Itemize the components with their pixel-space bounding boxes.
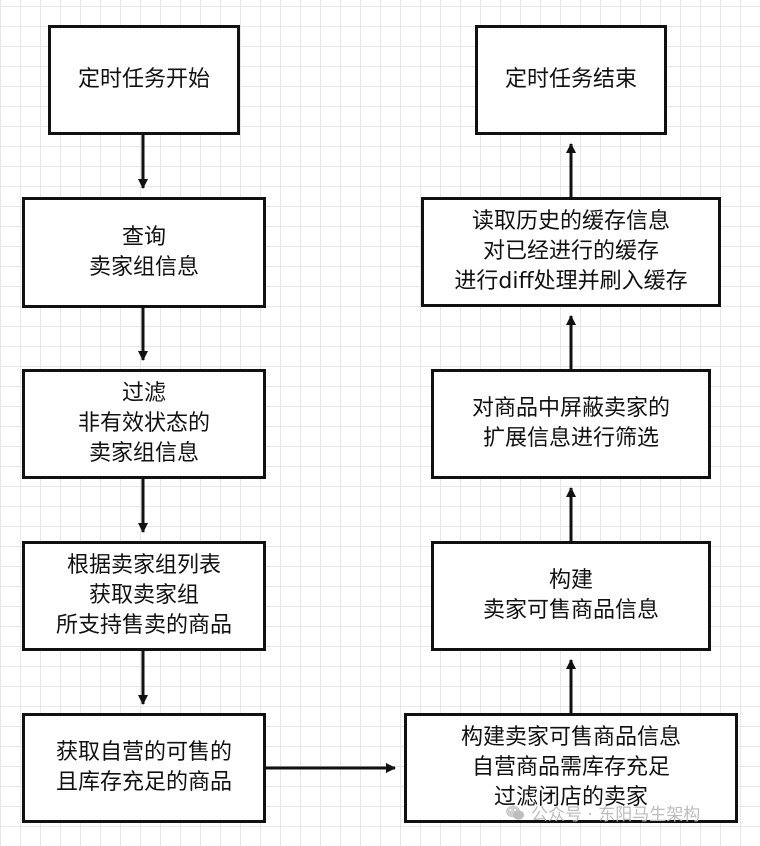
node-filter-group-line-1: 过滤 bbox=[121, 381, 166, 406]
node-screen: 对商品中屏蔽卖家的 扩展信息进行筛选 bbox=[431, 369, 711, 479]
node-end-line-1: 定时任务结束 bbox=[504, 67, 637, 92]
node-fetch-group-line-1: 根据卖家组列表 bbox=[66, 553, 221, 578]
node-query-line-2: 卖家组信息 bbox=[88, 254, 199, 280]
node-screen-line-1: 对商品中屏蔽卖家的 bbox=[471, 396, 670, 421]
node-start-line-1: 定时任务开始 bbox=[77, 67, 210, 92]
node-fetch-self: 获取自营的可售的 且库存充足的商品 bbox=[22, 713, 266, 823]
node-filter-group: 过滤 非有效状态的 卖家组信息 bbox=[22, 369, 266, 479]
node-build-filter-line-3: 过滤闭店的卖家 bbox=[493, 785, 648, 810]
node-build-filter-line-2: 自营商品需库存充足 bbox=[471, 755, 670, 780]
node-filter-group-line-3: 卖家组信息 bbox=[88, 441, 199, 466]
node-start: 定时任务开始 bbox=[48, 25, 240, 135]
node-cache-line-3: 进行diff处理并刷入缓存 bbox=[454, 269, 688, 294]
node-end: 定时任务结束 bbox=[475, 25, 667, 135]
node-fetch-group-line-3: 所支持售卖的商品 bbox=[55, 613, 232, 638]
node-screen-line-2: 扩展信息进行筛选 bbox=[482, 426, 659, 451]
node-fetch-group-line-2: 获取卖家组 bbox=[88, 583, 199, 608]
node-fetch-self-line-1: 获取自营的可售的 bbox=[55, 740, 232, 765]
node-cache-line-1: 读取历史的缓存信息 bbox=[471, 209, 670, 234]
node-cache-line-2: 对已经进行的缓存 bbox=[482, 239, 659, 264]
watermark-text: 公众号 · 东阳马生架构 bbox=[531, 805, 701, 825]
node-fetch-self-line-2: 且库存充足的商品 bbox=[55, 770, 232, 795]
node-filter-group-line-2: 非有效状态的 bbox=[77, 411, 210, 436]
node-build-filter-line-1: 构建卖家可售商品信息 bbox=[460, 725, 681, 750]
node-fetch-group: 根据卖家组列表 获取卖家组 所支持售卖的商品 bbox=[22, 541, 266, 651]
node-build-line-2: 卖家可售商品信息 bbox=[482, 598, 659, 623]
node-build: 构建 卖家可售商品信息 bbox=[431, 541, 711, 651]
node-build-filter: 构建卖家可售商品信息 自营商品需库存充足 过滤闭店的卖家 bbox=[404, 713, 738, 823]
node-query-line-1: 查询 bbox=[121, 224, 166, 250]
node-build-line-1: 构建 bbox=[548, 568, 593, 593]
wechat-icon bbox=[506, 805, 524, 820]
node-cache: 读取历史的缓存信息 对已经进行的缓存 进行diff处理并刷入缓存 bbox=[421, 197, 721, 307]
node-query: 查询 卖家组信息 bbox=[22, 197, 266, 308]
watermark: 公众号 · 东阳马生架构 bbox=[505, 800, 700, 825]
